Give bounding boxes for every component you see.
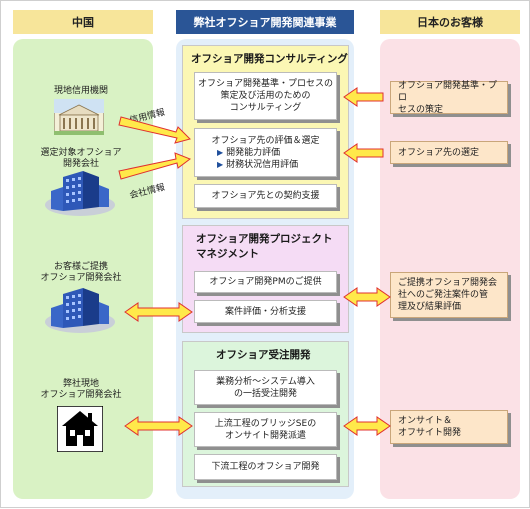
- own-company-label: 弊社現地 オフショア開発会社: [21, 379, 141, 401]
- text-line: オフショア先の評価＆選定: [211, 135, 320, 146]
- credit-org-label: 現地信用機関: [53, 86, 108, 96]
- contract-title: オフショア受注開発: [216, 349, 311, 361]
- customer-selection-box: オフショア先の選定: [390, 141, 508, 164]
- text-line: 下流工程のオフショア開発: [211, 462, 320, 472]
- header-customer: 日本のお客様: [380, 10, 520, 34]
- text-line: オンサイト開発派遣: [224, 430, 306, 441]
- house-icon: [57, 406, 103, 452]
- text-line: オフショア開発会社: [40, 273, 122, 283]
- text-line: オフショア開発会社: [40, 390, 122, 400]
- pm-title-line1: オフショア開発プロジェクト: [196, 233, 333, 245]
- customer-management-box: ご提携オフショア開発会 社へのご発注案件の管 理及び結果評価: [390, 272, 508, 318]
- list-item: ▶開発能力評価: [195, 147, 336, 159]
- text-line: オフサイト開発: [398, 428, 462, 438]
- selected-company-label: 選定対象オフショア 開発会社: [21, 148, 141, 170]
- customer-onsite-box: オンサイト＆ オフサイト開発: [390, 410, 508, 444]
- text-line: オフショア開発基準・プロ: [398, 80, 498, 103]
- text-line: オフショア先との契約支援: [211, 191, 320, 201]
- partner-building-icon: [45, 288, 115, 333]
- list-item: ▶財務状況信用評価: [195, 159, 336, 171]
- consulting-title: オフショア開発コンサルティング: [191, 53, 348, 65]
- text-line: オンサイト＆: [398, 416, 453, 426]
- credit-institution-building-icon: [54, 99, 104, 135]
- project-analysis-box: 案件評価・分析支援: [194, 300, 337, 323]
- text-line: 案件評価・分析支援: [224, 306, 306, 317]
- partner-company-label: お客様ご提携 オフショア開発会社: [21, 262, 141, 284]
- evaluation-selection-box: オフショア先の評価＆選定 ▶開発能力評価 ▶財務状況信用評価: [194, 128, 337, 177]
- text-line: 業務分析～システム導入: [216, 376, 315, 387]
- text-line: 選定対象オフショア: [40, 148, 122, 158]
- downstream-offshore-box: 下流工程のオフショア開発: [194, 454, 337, 480]
- bullet-triangle-icon: ▶: [217, 147, 224, 157]
- bullet-triangle-icon: ▶: [217, 159, 224, 169]
- office-building-icon: [45, 171, 115, 216]
- pm-title-line2: マネジメント: [196, 248, 259, 260]
- text-line: 策定及び活用のための: [220, 91, 311, 101]
- text-line: セスの策定: [398, 104, 444, 115]
- text-line: オフショア開発PMのご提供: [209, 277, 322, 287]
- text-line: オフショア開発基準・プロセスの: [197, 79, 333, 89]
- text-line: お客様ご提携: [53, 262, 108, 272]
- consulting-standards-box: オフショア開発基準・プロセスの 策定及び活用のための コンサルティング: [194, 72, 337, 120]
- text-line: オフショア先の選定: [398, 147, 480, 158]
- header-china: 中国: [13, 10, 153, 34]
- text-line: コンサルティング: [229, 103, 302, 113]
- bridge-se-box: 上流工程のブリッジSEの オンサイト開発派遣: [194, 412, 337, 447]
- text-line: 開発会社: [62, 159, 99, 169]
- header-business: 弊社オフショア開発関連事業: [176, 10, 354, 34]
- customer-standards-box: オフショア開発基準・プロ セスの策定: [390, 80, 508, 115]
- text-line: 弊社現地: [62, 379, 99, 389]
- text-line: 開発能力評価: [226, 147, 281, 158]
- bulk-development-box: 業務分析～システム導入 の一括受注開発: [194, 370, 337, 405]
- text-line: ご提携オフショア開発会: [398, 278, 498, 288]
- contract-support-box: オフショア先との契約支援: [194, 184, 337, 208]
- text-line: の一括受注開発: [233, 388, 297, 399]
- pm-provision-box: オフショア開発PMのご提供: [194, 271, 337, 293]
- text-line: 社へのご発注案件の管: [398, 290, 489, 300]
- text-line: 財務状況信用評価: [226, 159, 299, 170]
- text-line: 理及び結果評価: [398, 302, 462, 312]
- text-line: 上流工程のブリッジSEの: [214, 418, 317, 429]
